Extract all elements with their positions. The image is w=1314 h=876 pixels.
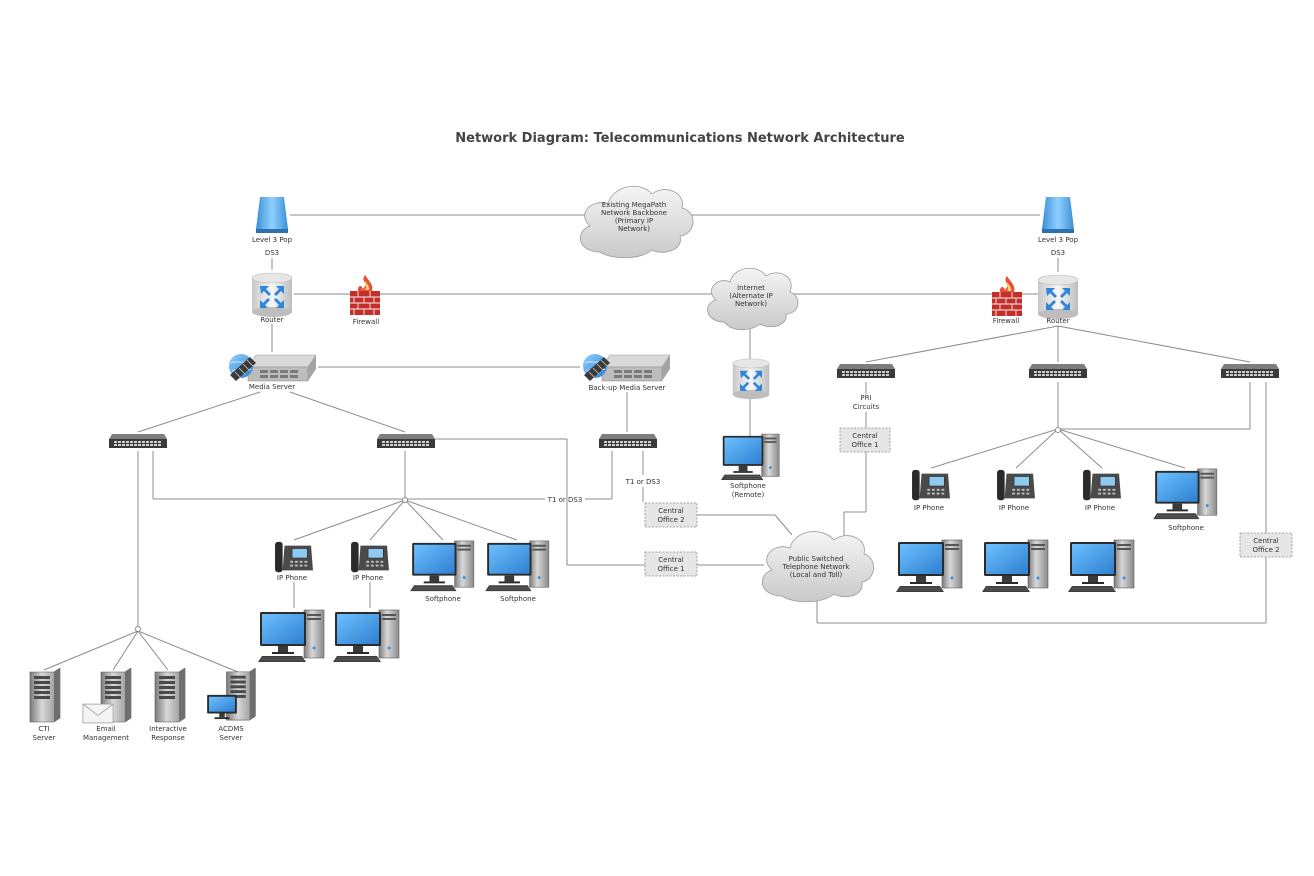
label-ip-phone-4: IP Phone (999, 504, 1029, 512)
label-softphone-3: Softphone (1168, 524, 1204, 532)
computer-5-icon (1068, 539, 1135, 593)
envelope-icon (82, 703, 114, 724)
cloud-megapath-line4: Network) (618, 225, 650, 233)
computer-4-icon (982, 539, 1049, 593)
label-softphone-2: Softphone (500, 595, 536, 603)
co2-mid-line2: Office 2 (657, 516, 684, 524)
diagram-title: Network Diagram: Telecommunications Netw… (455, 131, 905, 146)
ip-phone-1-icon (274, 541, 314, 573)
cloud-internet-line2: (Alternate IP (729, 292, 773, 300)
cloud-pstn: Public Switched Telephone Network (Local… (761, 531, 874, 603)
label-cti-2: Server (33, 734, 56, 742)
label-softphone-remote-2: (Remote) (732, 491, 765, 499)
switch-4-icon (837, 364, 895, 378)
co2-mid-line1: Central (658, 507, 684, 515)
label-ivr-2: Response (151, 734, 185, 742)
switch-2-icon (377, 434, 435, 448)
firewall-right-icon (991, 275, 1023, 317)
level3-pop-right-icon (1042, 197, 1074, 233)
label-pop-right: Level 3 Pop (1038, 236, 1079, 244)
central-office-2-right: Central Office 2 (1239, 532, 1293, 558)
co1-right-line1: Central (852, 432, 878, 440)
label-ip-phone-2: IP Phone (353, 574, 383, 582)
label-softphone-remote-1: Softphone (730, 482, 766, 490)
label-t1-ds3-a: T1 or DS3 (625, 478, 661, 486)
central-office-1-right: Central Office 1 (839, 427, 891, 453)
label-email-1: Email (96, 725, 115, 733)
label-acdms-2: Server (220, 734, 243, 742)
label-t1-ds3-b: T1 or DS3 (547, 496, 583, 504)
router-right-icon (1037, 274, 1079, 320)
switch-1-icon (109, 434, 167, 448)
label-ivr-1: Interactive (149, 725, 187, 733)
ip-phone-2-icon (350, 541, 390, 573)
ip-phone-4-icon (996, 469, 1036, 501)
co2-right-line1: Central (1253, 537, 1279, 545)
computer-3-icon (896, 539, 963, 593)
ip-phone-5-icon (1082, 469, 1122, 501)
cloud-megapath-line3: (Primary IP (615, 217, 653, 225)
level3-pop-left-icon (256, 197, 288, 233)
computer-2-icon (333, 609, 400, 663)
label-email-2: Management (83, 734, 129, 742)
cloud-megapath-line2: Network Backbone (601, 209, 667, 217)
central-office-2-mid: Central Office 2 (644, 502, 698, 528)
co1-mid-line1: Central (658, 556, 684, 564)
cloud-internet: Internet (Alternate IP Network) (707, 268, 799, 331)
label-ds3-right: DS3 (1051, 249, 1065, 257)
ip-phone-3-icon (911, 469, 951, 501)
connection-lines (43, 214, 1267, 673)
label-media-server: Media Server (249, 383, 295, 391)
label-pop-left: Level 3 Pop (252, 236, 293, 244)
softphone-2-icon (484, 540, 550, 592)
cloud-megapath-line1: Existing MegaPath (602, 201, 666, 209)
co2-right-line2: Office 2 (1252, 546, 1279, 554)
label-pri-line2: Circuits (853, 403, 880, 411)
router-internet-icon (732, 358, 770, 400)
switch-3-icon (599, 434, 657, 448)
softphone-1-icon (409, 540, 475, 592)
media-server-icon (228, 353, 317, 382)
label-cti-1: CTI (38, 725, 49, 733)
router-left-icon (251, 272, 293, 318)
firewall-left-icon (349, 274, 381, 316)
computer-remote-icon (721, 433, 780, 481)
softphone-3-icon (1152, 468, 1218, 520)
co1-right-line2: Office 1 (851, 441, 878, 449)
label-backup-media-server: Back-up Media Server (589, 384, 666, 392)
label-firewall-left: Firewall (353, 318, 379, 326)
computer-1-icon (258, 609, 325, 663)
cloud-internet-line1: Internet (737, 284, 765, 292)
cloud-megapath: Existing MegaPath Network Backbone (Prim… (579, 185, 694, 259)
label-firewall-right: Firewall (993, 317, 1019, 325)
cloud-pstn-line3: (Local and Toll) (790, 571, 843, 579)
label-softphone-1: Softphone (425, 595, 461, 603)
label-router-right: Router (1046, 317, 1069, 325)
ivr-server-icon (154, 668, 186, 723)
cloud-internet-line3: Network) (735, 300, 767, 308)
label-pri-line1: PRI (860, 394, 871, 402)
label-router-left: Router (260, 316, 283, 324)
label-acdms-1: ACDMS (218, 725, 244, 733)
cloud-pstn-line1: Public Switched (789, 555, 844, 563)
switch-5-icon (1029, 364, 1087, 378)
label-ip-phone-3: IP Phone (914, 504, 944, 512)
label-ip-phone-5: IP Phone (1085, 504, 1115, 512)
label-ds3-left: DS3 (265, 249, 279, 257)
backup-media-server-icon (582, 353, 671, 382)
cloud-pstn-line2: Telephone Network (781, 563, 850, 571)
label-ip-phone-1: IP Phone (277, 574, 307, 582)
switch-6-icon (1221, 364, 1279, 378)
co1-mid-line2: Office 1 (657, 565, 684, 573)
cti-server-icon (29, 668, 61, 723)
central-office-1-mid: Central Office 1 (644, 551, 698, 577)
